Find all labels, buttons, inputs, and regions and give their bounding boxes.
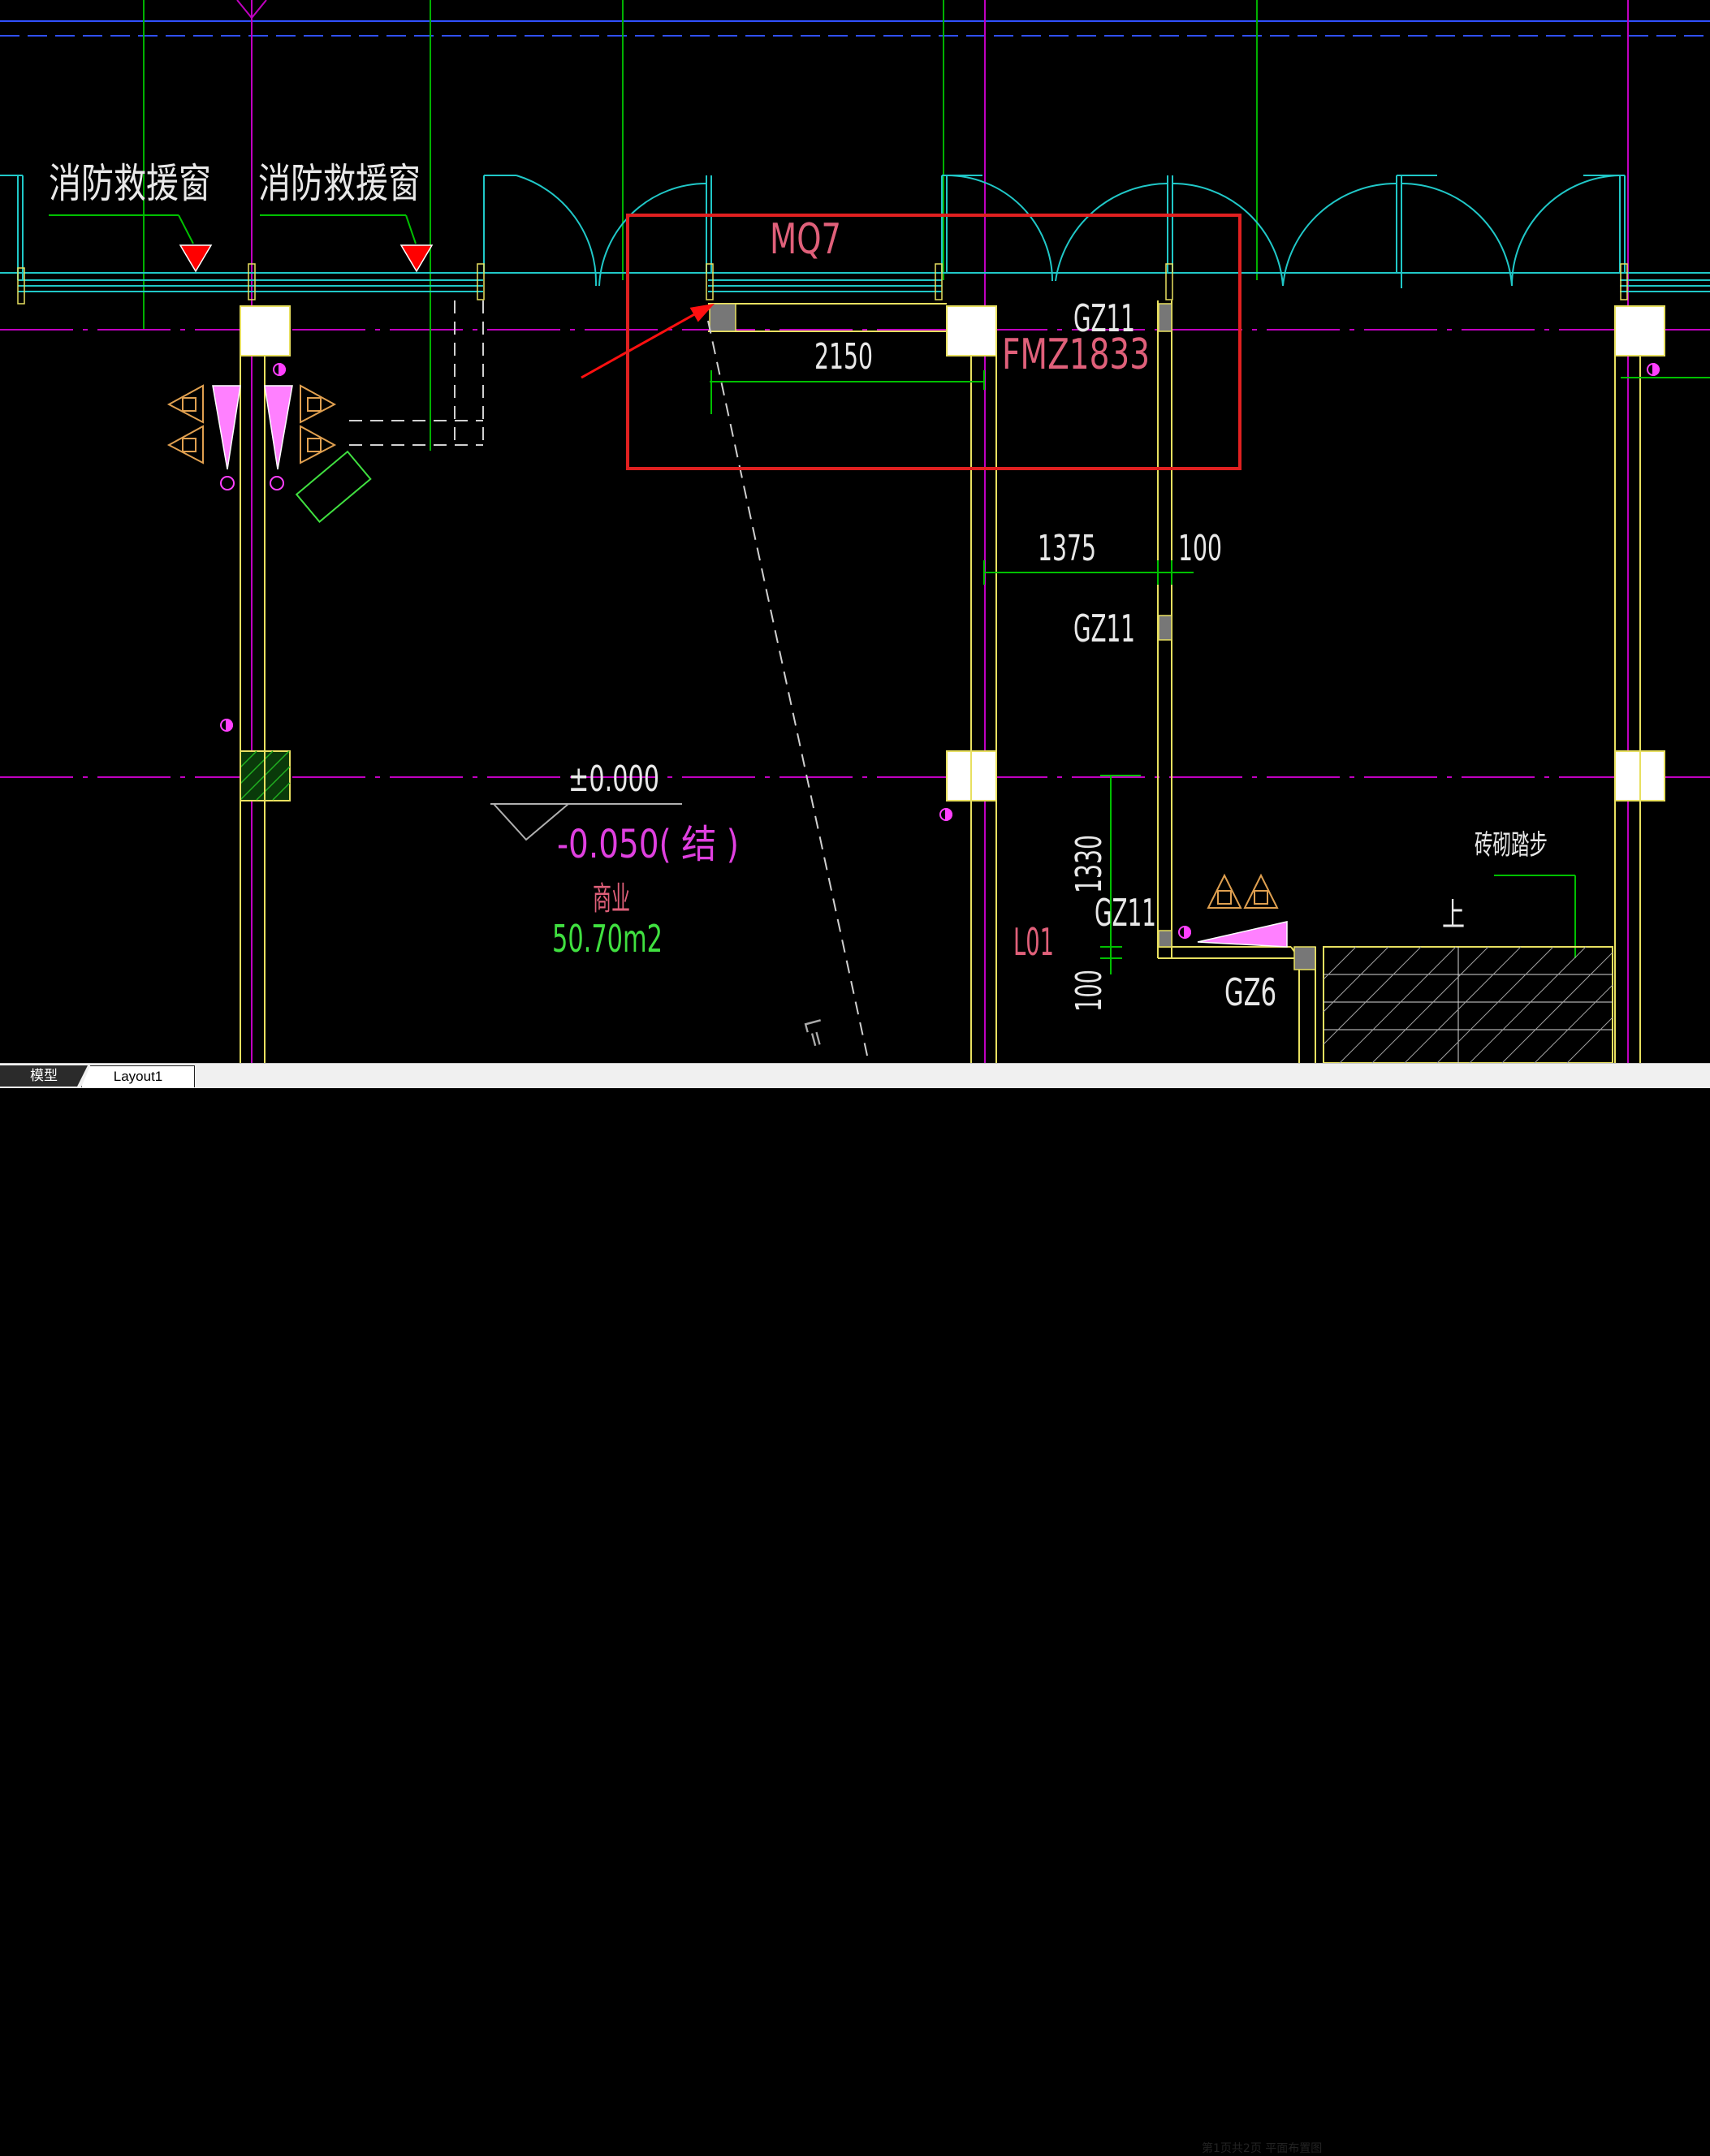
fire-window-leaders (49, 214, 417, 244)
label-fmz1833: FMZ1833 (1002, 331, 1150, 379)
dimension-lines (710, 370, 1710, 974)
room-name: 商业 (593, 880, 630, 918)
tab-model[interactable]: 模型 (0, 1065, 88, 1087)
dim-1330: 1330 (1069, 835, 1110, 893)
brick-steps (1323, 946, 1613, 1063)
vertical-grid (143, 0, 1629, 1063)
tab-layout1[interactable]: Layout1 (81, 1065, 195, 1087)
layout-tab-bar: 模型 Layout1 第1页共2页 平面布置图 (0, 1063, 1710, 2155)
label-gz11-mid: GZ11 (1073, 607, 1135, 650)
cad-drawing-canvas[interactable]: L= (0, 0, 1710, 1063)
elevation-main: ±0.000 (568, 758, 659, 800)
label-gz6: GZ6 (1224, 970, 1276, 1014)
label-gz11-low: GZ11 (1095, 891, 1156, 935)
elevation-marker (490, 803, 682, 841)
gz-blocks (709, 303, 1316, 970)
socket-symbols (220, 362, 1660, 940)
stair-equipment (1197, 873, 1288, 948)
elevation-struct: -0.050( 结 ) (557, 822, 739, 867)
annotation-arrow (581, 303, 715, 379)
label-brick-steps: 砖砌踏步 (1475, 829, 1548, 862)
label-mq7: MQ7 (770, 215, 841, 264)
status-text-fragment: 第1页共2页 平面布置图 (1202, 2142, 1323, 2155)
label-fire-window-1: 消防救援窗 (49, 160, 211, 207)
highlight-box (626, 214, 1241, 470)
label-l01: L01 (1013, 920, 1054, 964)
room-area: 50.70m2 (552, 917, 663, 961)
dim-100-bottom: 100 (1069, 970, 1110, 1012)
dim-1375: 1375 (1038, 528, 1096, 569)
dim-100-top: 100 (1178, 528, 1222, 569)
mullion-markers (17, 263, 1628, 305)
dashed-guides (349, 300, 870, 1063)
axis-lines (0, 20, 1710, 778)
dim-2150: 2150 (814, 336, 873, 378)
label-gz11-top: GZ11 (1073, 296, 1135, 340)
equipment-symbols (166, 384, 372, 523)
label-up: 上 (1442, 897, 1465, 934)
fire-window-markers (179, 244, 434, 273)
window-rails (0, 175, 1710, 292)
label-fire-window-2: 消防救援窗 (258, 160, 421, 207)
